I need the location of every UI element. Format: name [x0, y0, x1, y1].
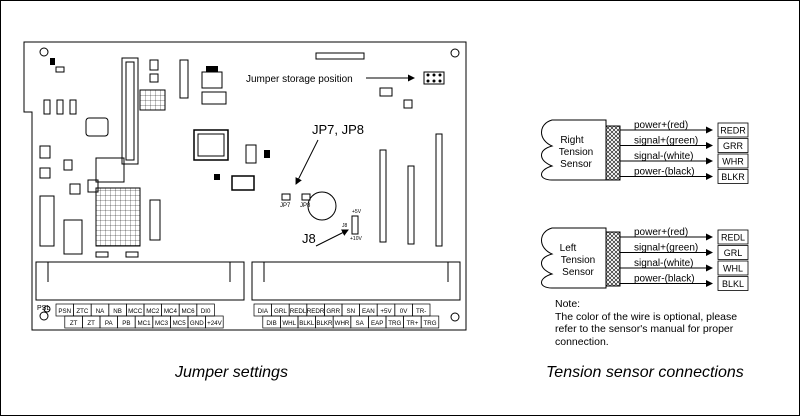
terminal-name: WHL — [723, 264, 743, 274]
wire-label: power-(black) — [634, 274, 695, 285]
caption-tension-sensor: Tension sensor connections — [546, 364, 744, 381]
note-line-2: refer to the sensor's manual for proper — [555, 323, 734, 335]
terminal-label: BLKR — [316, 320, 333, 327]
right-sensor-diagram: Right Tension Sensor power+(red) REDR sign… — [541, 119, 749, 184]
terminal-label: EAP — [371, 320, 383, 327]
terminal-label: DIB — [266, 320, 276, 327]
jp8-label: JP8 — [300, 203, 311, 209]
terminal-label: MC1 — [137, 320, 151, 327]
wire-label: power+(red) — [634, 227, 688, 238]
terminal-label: TRG — [423, 320, 436, 327]
right-sensor-line1: Right — [560, 135, 584, 146]
terminal-box — [717, 245, 749, 260]
jp78-label: JP7, JP8 — [312, 122, 364, 137]
terminal-label: TR+ — [406, 320, 418, 327]
terminal-label: DI0 — [201, 308, 211, 315]
jp7-label: JP7 — [280, 203, 291, 209]
jp78-arrow — [295, 139, 319, 185]
wire-label: signal+(green) — [634, 243, 698, 254]
terminal-label: MCC — [128, 308, 143, 315]
terminal-box — [717, 260, 749, 276]
terminal-label: REDL — [290, 308, 307, 315]
terminal-label: NA — [96, 308, 105, 315]
left-sensor-line2: Tension — [561, 255, 595, 266]
wire-label: power+(red) — [634, 120, 688, 131]
terminal-label: MC4 — [164, 308, 178, 315]
terminal-name: REDR — [720, 126, 746, 136]
terminal-label: WHL — [282, 320, 296, 327]
terminal-box — [717, 276, 749, 291]
terminal-name: GRR — [723, 141, 744, 151]
terminal-label: MC2 — [146, 308, 160, 315]
terminal-label: WHR — [335, 320, 350, 327]
j8-small-label: J8 — [342, 223, 348, 229]
terminal-cell — [205, 315, 224, 329]
terminal-label: DIA — [258, 308, 269, 315]
note-title: Note: — [555, 298, 581, 310]
terminal-box — [717, 138, 749, 153]
terminal-label: NB — [113, 308, 122, 315]
terminal-label: MC5 — [173, 320, 187, 327]
terminal-label: TR- — [416, 308, 426, 315]
plus10v-label: +10V — [350, 236, 362, 242]
terminal-name: REDL — [721, 233, 745, 243]
terminal-label: EAN — [362, 308, 375, 315]
terminal-label: ZT — [70, 320, 78, 327]
terminal-label: SA — [355, 320, 364, 327]
terminal-label: PSN — [58, 308, 71, 315]
terminal-label: MC6 — [181, 308, 195, 315]
terminal-label: SN — [346, 308, 355, 315]
terminal-name: BLKL — [722, 279, 744, 289]
plus5v-label: +5V — [352, 209, 362, 215]
j8-arrow — [315, 229, 349, 247]
terminal-label: BLKL — [299, 320, 315, 327]
wire-label: signal+(green) — [634, 136, 698, 147]
left-sensor-diagram: Left Tension Sensor power+(red) REDL signa… — [541, 227, 749, 291]
terminal-label: +5V — [380, 308, 392, 315]
terminal-box — [717, 122, 749, 138]
caption-jumper-settings: Jumper settings — [175, 364, 288, 381]
terminal-label: GRR — [326, 308, 340, 315]
left-sensor-line1: Left — [560, 243, 577, 254]
right-cable-shield — [605, 125, 621, 181]
terminal-label: PA — [105, 320, 114, 327]
terminal-box — [717, 229, 749, 245]
left-cable-shield — [605, 231, 621, 287]
terminal-name: WHR — [722, 157, 744, 167]
note-line-3: connection. — [555, 335, 609, 348]
terminal-label: ZTC — [76, 308, 89, 315]
note-block: Note: The color of the wire is optional,… — [555, 298, 795, 348]
terminal-label: MC3 — [155, 320, 169, 327]
j8-label: J8 — [302, 231, 316, 246]
right-sensor-line3: Sensor — [560, 159, 592, 170]
terminal-box — [717, 169, 749, 184]
jumper-storage-label: Jumper storage position — [246, 74, 353, 85]
terminal-label: TRG — [388, 320, 401, 327]
terminal-box — [717, 153, 749, 169]
note-line-1: The color of the wire is optional, pleas… — [555, 310, 738, 323]
psl-label: PSL — [37, 305, 50, 312]
right-sensor-line2: Tension — [559, 147, 593, 158]
terminal-label: PB — [122, 320, 130, 327]
terminal-label: GND — [190, 320, 204, 327]
wire-label: signal-(white) — [634, 151, 693, 162]
wire-label: power-(black) — [634, 167, 695, 178]
terminal-name: GRL — [724, 248, 743, 258]
terminal-label: +24V — [207, 320, 222, 327]
wire-label: signal-(white) — [634, 258, 693, 269]
terminal-label: ZT — [87, 320, 95, 327]
left-sensor-line3: Sensor — [562, 267, 594, 278]
terminal-name: BLKR — [721, 172, 745, 182]
terminal-label: 0V — [400, 308, 408, 315]
terminal-cell — [420, 315, 440, 329]
terminal-label: REDR — [307, 308, 325, 315]
terminal-label: GRL — [274, 308, 287, 315]
